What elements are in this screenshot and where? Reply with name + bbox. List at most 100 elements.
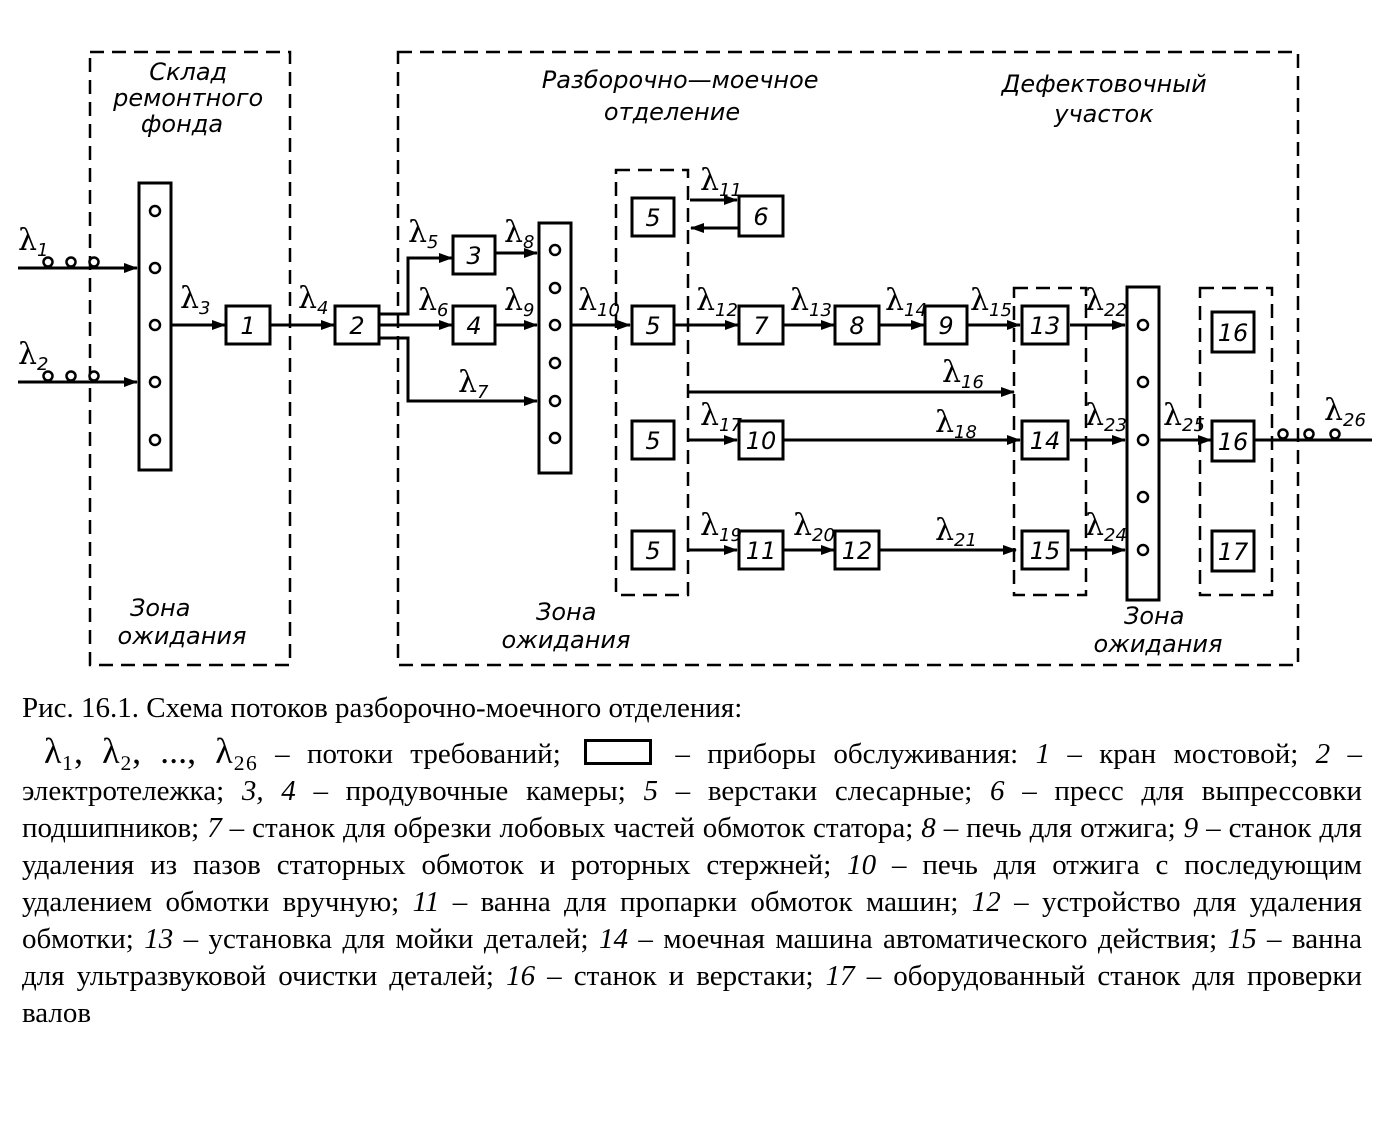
flow-label-6: λ6 [418, 283, 448, 321]
caption-lambdas: λ₁, λ₂, ..., λ₂₆ [44, 731, 258, 771]
flow-label-16: λ16 [942, 355, 984, 393]
legend-number: 5 [643, 775, 658, 807]
device-5c-label: 5 [645, 427, 660, 455]
device-6: 6 [737, 194, 785, 238]
svg-text:Зона ожидания: Зона ожидания [1094, 602, 1223, 658]
device-2-label: 2 [349, 312, 364, 340]
flow-diagram: Склад ремонтного фонда Разборочно—моечно… [18, 50, 1372, 667]
flow-label-14: λ14 [885, 283, 927, 321]
queue-slot [148, 261, 162, 275]
flow-label-25: λ25 [1163, 398, 1205, 436]
legend-number: 3, 4 [241, 775, 296, 807]
device-17-label: 17 [1218, 538, 1249, 566]
queue-slot [548, 356, 562, 370]
flow-label-22: λ22 [1085, 283, 1127, 321]
legend-number: 2 [1315, 738, 1331, 770]
queue-slot [148, 375, 162, 389]
legend-text: – ванна для ультразвуковой очистки детал… [22, 923, 1363, 992]
legend-text: – установка для мойки деталей; [173, 923, 599, 955]
queue-slot [1136, 318, 1150, 332]
caption-title: Рис. 16.1. Схема потоков разборочно-моеч… [22, 692, 743, 724]
flow-label-23: λ23 [1085, 398, 1127, 436]
flow-label-20: λ20 [793, 508, 835, 546]
queue-slot [548, 394, 562, 408]
queue-slot [148, 433, 162, 447]
flow-line-7 [380, 336, 538, 406]
flow-label-2: λ2 [18, 337, 48, 375]
legend-text: – оборудованный станок для проверки вало… [22, 960, 1363, 1029]
device-7: 7 [737, 304, 785, 346]
device-9-label: 9 [938, 312, 953, 340]
flow-label-1: λ1 [18, 223, 48, 261]
flow-label-4: λ4 [298, 281, 328, 319]
waiting-zone-label-3a: Зона [1124, 602, 1184, 630]
waiting-zone-label-2a: Зона [536, 598, 596, 626]
device-14-label: 14 [1030, 427, 1061, 455]
legend-number: 10 [847, 849, 877, 881]
svg-text:Зона ожидания: Зона ожидания [118, 594, 247, 650]
flow-label-18: λ18 [935, 405, 977, 443]
device-13-label: 13 [1030, 312, 1061, 340]
flow-label-5: λ5 [408, 215, 438, 253]
device-2: 2 [333, 304, 381, 346]
flow-label-15: λ15 [970, 283, 1012, 321]
device-1: 1 [224, 304, 272, 346]
waiting-zone-label-1a: Зона [130, 594, 190, 622]
caption-items: 1 – кран мостовой; 2 – электротележка; 3… [22, 738, 1362, 1029]
device-5b: 5 [630, 304, 676, 346]
device-10-label: 10 [746, 427, 777, 455]
legend-text: – станок для обрезки лобовых частей обмо… [221, 812, 922, 844]
legend-text: – моечная машина автоматического действи… [627, 923, 1228, 955]
queue-slot [1136, 543, 1150, 557]
warehouse-zone-frame [88, 50, 292, 667]
warehouse-title-3: фонда [141, 110, 223, 138]
legend-number: 11 [412, 886, 440, 918]
legend-number: 13 [144, 923, 174, 955]
flow-line-5 [380, 253, 453, 316]
device-16a: 16 [1210, 310, 1256, 354]
device-13: 13 [1020, 304, 1070, 346]
legend-text: – кран мостовой; [1050, 738, 1316, 770]
device-5d: 5 [630, 529, 676, 571]
device-7-label: 7 [753, 312, 769, 340]
queue-slot [548, 281, 562, 295]
device-4: 4 [451, 304, 497, 346]
queue-slot [1136, 490, 1150, 504]
device-16b-label: 16 [1218, 428, 1249, 456]
figure-caption: Рис. 16.1. Схема потоков разборочно-моеч… [22, 690, 1362, 1032]
legend-text: – ванна для пропарки обмоток машин; [439, 886, 972, 918]
request-dot [1277, 428, 1289, 440]
device-9: 9 [923, 304, 969, 346]
legend-number: 6 [990, 775, 1005, 807]
device-11-label: 11 [746, 537, 777, 565]
device-16b: 16 [1210, 419, 1256, 463]
legend-text: – электротележка; [22, 738, 1362, 807]
flow-label-3: λ3 [180, 281, 210, 319]
queue-slot [548, 243, 562, 257]
department-zone-frame [396, 50, 1300, 667]
request-dot [42, 256, 54, 268]
legend-number: 8 [921, 812, 936, 844]
flow-label-19: λ19 [700, 508, 742, 546]
legend-text: – пресс для выпрессовки подшипников; [22, 775, 1363, 844]
device-1-label: 1 [240, 312, 255, 340]
legend-number: 7 [207, 812, 222, 844]
flow-label-17: λ17 [700, 398, 742, 436]
queue-bar-wash [537, 221, 573, 475]
queue-slot [148, 204, 162, 218]
queue-slot [1136, 433, 1150, 447]
device-3: 3 [451, 234, 497, 276]
request-dot [88, 370, 100, 382]
device-5a: 5 [630, 196, 676, 238]
flow-label-24: λ24 [1085, 508, 1127, 546]
legend-text: – продувочные камеры; [295, 775, 644, 807]
legend-number: 9 [1183, 812, 1199, 844]
device-15: 15 [1020, 529, 1070, 571]
device-5b-label: 5 [645, 312, 660, 340]
flow-label-12: λ12 [696, 283, 738, 321]
legend-text: – печь для отжига с последующим удаление… [22, 849, 1362, 918]
request-dot [65, 370, 77, 382]
device-17: 17 [1210, 529, 1256, 573]
device-12-label: 12 [842, 537, 873, 565]
